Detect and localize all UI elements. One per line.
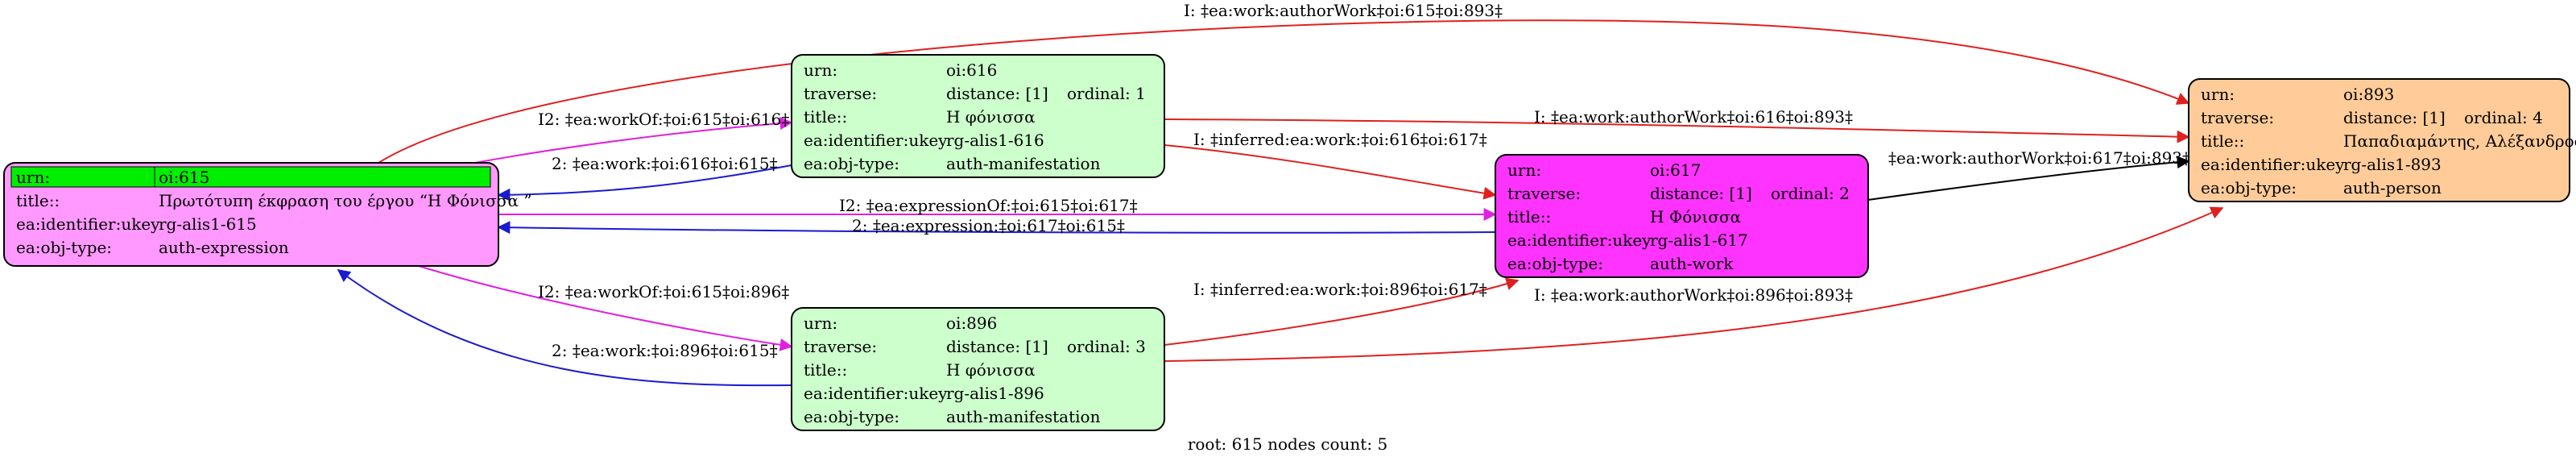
traverse-distance: distance: [1] [2343, 108, 2446, 127]
traverse-distance: distance: [1] [946, 337, 1048, 356]
urn-value: oi:617 [1650, 160, 1701, 180]
traverse-ordinal: ordinal: 3 [1067, 337, 1146, 356]
traverse-key: traverse: [804, 84, 877, 103]
title-value: Η φόνισσα [946, 107, 1036, 127]
ukey-value: rg-alis1-615 [159, 214, 257, 234]
title-key: title:: [2201, 131, 2244, 151]
type-key: ea:obj-type: [16, 238, 112, 257]
edge-616-893[interactable] [1164, 118, 2190, 143]
edge-label-896-893: I: ‡ea:work:authorWork‡oi:896‡oi:893‡ [1534, 285, 1853, 305]
edge-617-893[interactable] [1867, 156, 2190, 201]
title-value: Η Φόνισσα [1650, 207, 1741, 226]
ukey-value: rg-alis1-896 [946, 384, 1044, 403]
title-key: title:: [804, 107, 847, 127]
ukey-key: ea:identifier:ukey [2201, 155, 2345, 174]
urn-value: oi:896 [946, 314, 997, 333]
traverse-key: traverse: [2201, 108, 2274, 127]
ukey-value: rg-alis1-617 [1650, 230, 1748, 250]
traverse-distance: distance: [1] [946, 84, 1048, 103]
traverse-distance: distance: [1] [1650, 184, 1752, 203]
urn-value: oi:616 [946, 60, 997, 80]
edge-label-896-617: I: ‡inferred:ea:work:‡oi:896‡oi:617‡ [1193, 280, 1487, 299]
title-key: title:: [1507, 207, 1551, 226]
node-oi-893[interactable]: urn: oi:893 traverse: distance: [1] ordi… [2188, 78, 2576, 202]
ukey-value: rg-alis1-616 [946, 131, 1044, 150]
type-value: auth-person [2343, 178, 2442, 197]
urn-key: urn: [2201, 85, 2235, 104]
edge-label-615-893: I: ‡ea:work:authorWork‡oi:615‡oi:893‡ [1184, 1, 1503, 20]
ukey-value: rg-alis1-893 [2343, 155, 2442, 174]
ukey-key: ea:identifier:ukey [1507, 230, 1652, 250]
type-key: ea:obj-type: [2201, 178, 2297, 197]
edge-label-615-896: I2: ‡ea:workOf:‡oi:615‡oi:896‡ [538, 282, 789, 301]
type-value: auth-manifestation [946, 154, 1101, 173]
urn-key: urn: [804, 60, 837, 80]
type-key: ea:obj-type: [804, 407, 899, 426]
edge-label-896-615: 2: ‡ea:work:‡oi:896‡oi:615‡ [552, 341, 778, 360]
urn-key: urn: [804, 314, 837, 333]
edges: I: ‡ea:work:authorWork‡oi:615‡oi:893‡ I2… [337, 1, 2224, 387]
traverse-ordinal: ordinal: 4 [2464, 108, 2543, 127]
edge-615-893[interactable] [378, 19, 2190, 164]
urn-value-highlight [154, 166, 491, 188]
edge-label-616-893: I: ‡ea:work:authorWork‡oi:616‡oi:893‡ [1534, 107, 1853, 127]
traverse-ordinal: ordinal: 2 [1771, 184, 1850, 203]
urn-value: oi:615 [159, 168, 209, 187]
traverse-key: traverse: [1507, 184, 1581, 203]
edge-616-615[interactable] [497, 164, 792, 201]
urn-key: urn: [1507, 160, 1541, 180]
node-oi-896[interactable]: urn: oi:896 traverse: distance: [1] ordi… [791, 307, 1165, 431]
traverse-key: traverse: [804, 337, 877, 356]
title-value: Παπαδιαμάντης, Αλέξανδρος [2343, 131, 2576, 151]
type-value: auth-work [1650, 254, 1734, 273]
ukey-key: ea:identifier:ukey [804, 131, 948, 150]
traverse-ordinal: ordinal: 1 [1067, 84, 1146, 103]
edge-896-617[interactable] [1164, 277, 1520, 346]
node-oi-616[interactable]: urn: oi:616 traverse: distance: [1] ordi… [791, 54, 1165, 178]
node-oi-617[interactable]: urn: oi:617 traverse: distance: [1] ordi… [1495, 154, 1869, 278]
title-key: title:: [16, 191, 60, 210]
type-key: ea:obj-type: [804, 154, 899, 173]
edge-617-615[interactable] [497, 221, 1496, 235]
edge-label-615-617: I2: ‡ea:expressionOf:‡oi:615‡oi:617‡ [839, 196, 1138, 215]
edge-615-616[interactable] [474, 117, 793, 164]
node-oi-615[interactable]: urn: oi:615 title:: Πρωτότυπη έκφραση το… [3, 162, 532, 267]
type-value: auth-manifestation [946, 407, 1101, 426]
type-value: auth-expression [159, 238, 289, 257]
edge-615-896[interactable] [418, 265, 793, 351]
ukey-key: ea:identifier:ukey [16, 214, 160, 234]
ukey-key: ea:identifier:ukey [804, 384, 948, 403]
urn-value: oi:893 [2343, 85, 2394, 104]
edge-label-616-615: 2: ‡ea:work:‡oi:616‡oi:615‡ [552, 154, 778, 173]
title-key: title:: [804, 360, 847, 380]
edge-label-617-893: ‡ea:work:authorWork‡oi:617‡oi:893‡ [1888, 148, 2190, 168]
urn-key: urn: [16, 168, 50, 187]
title-value: Η φόνισσα [946, 360, 1036, 380]
edge-896-615[interactable] [337, 269, 792, 387]
type-key: ea:obj-type: [1507, 254, 1603, 273]
edge-896-893[interactable] [1164, 206, 2224, 362]
edge-616-617[interactable] [1164, 144, 1497, 200]
edge-label-616-617: I: ‡inferred:ea:work:‡oi:616‡oi:617‡ [1193, 130, 1487, 149]
graph-footer: root: 615 nodes count: 5 [1188, 434, 1387, 454]
edge-label-617-615: 2: ‡ea:expression:‡oi:617‡oi:615‡ [852, 216, 1125, 235]
edge-label-615-616: I2: ‡ea:workOf:‡oi:615‡oi:616‡ [538, 110, 789, 129]
title-value: Πρωτότυπη έκφραση του έργου “Η Φόνισσα ” [159, 191, 532, 210]
